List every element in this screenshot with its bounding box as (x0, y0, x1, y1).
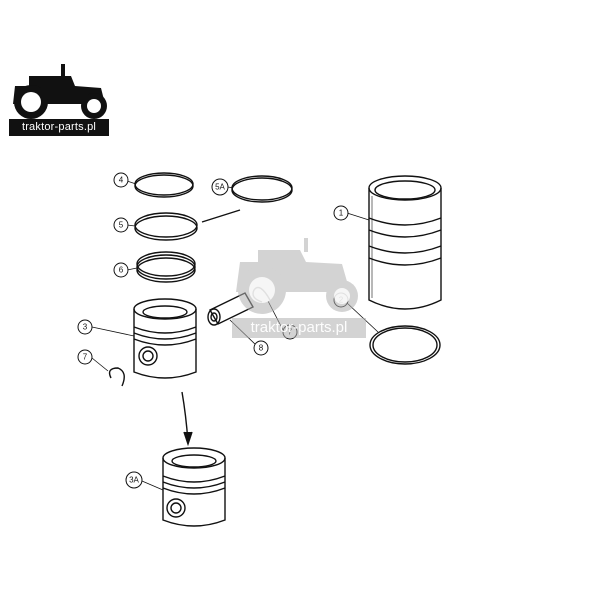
callout-8-circle (253, 340, 269, 356)
callout-1-circle (333, 205, 349, 221)
logo: traktor-parts.pl (9, 64, 109, 136)
piston-ring-5a (231, 175, 293, 203)
callout-1: 1 (339, 209, 344, 218)
logo-text: traktor-parts.pl (9, 119, 109, 136)
tractor-icon (13, 64, 107, 119)
callout-7-left-circle (77, 349, 93, 365)
piston-ring-6 (136, 251, 196, 283)
piston-ring-5 (134, 209, 241, 241)
callout-3-circle (77, 319, 93, 335)
callout-4: 4 (119, 176, 124, 185)
piston-3a (162, 447, 226, 527)
o-ring (369, 325, 441, 365)
callout-5a: 5A (215, 183, 225, 192)
piston (133, 298, 197, 379)
piston-ring-4 (134, 172, 194, 198)
callout-6: 6 (119, 266, 124, 275)
callout-3a: 3A (129, 476, 139, 485)
callout-3a-circle (125, 471, 143, 489)
callout-5a-circle (211, 178, 229, 196)
watermark-text: traktor-parts.pl (232, 318, 366, 338)
callout-6-circle (113, 262, 129, 278)
cylinder-liner (368, 175, 442, 310)
circlip-left (108, 367, 125, 387)
callout-3: 3 (83, 323, 88, 332)
callout-7-left: 7 (83, 353, 88, 362)
callout-4-circle (113, 172, 129, 188)
callout-8: 8 (259, 344, 264, 353)
callout-5: 5 (119, 221, 124, 230)
callout-5-circle (113, 217, 129, 233)
